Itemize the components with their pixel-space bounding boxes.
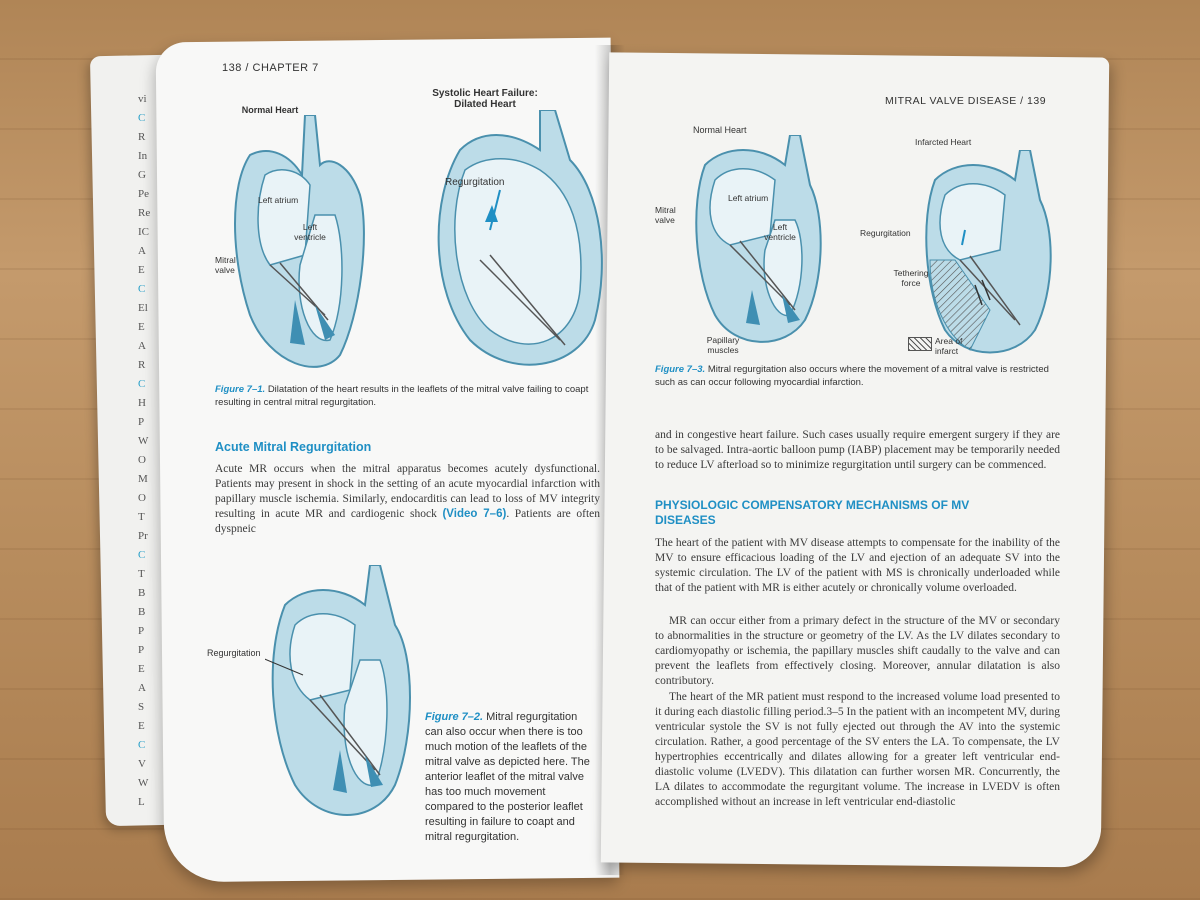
fig2-heart-illustration	[265, 565, 411, 816]
fig2-caption: Figure 7–2. Mitral regurgitation can als…	[425, 710, 595, 845]
right-paragraph-1: The heart of the patient with MV disease…	[655, 537, 1060, 594]
right-paragraph-3: The heart of the MR patient must respond…	[655, 691, 1060, 808]
back-page-letter: A	[138, 245, 146, 257]
back-page-letter: In	[138, 150, 148, 162]
fig1-caption: Figure 7–1. Dilatation of the heart resu…	[215, 383, 595, 409]
back-page-letter: El	[138, 302, 148, 314]
right-paragraph-2: MR can occur either from a primary defec…	[655, 615, 1060, 687]
back-page-letter: E	[138, 663, 145, 675]
back-page-letter: IC	[138, 226, 149, 238]
acute-mr-text-b: . Patients are often dyspneic	[215, 508, 600, 535]
back-page-letter: C	[138, 739, 146, 751]
fig3-infarct-legend-swatch	[908, 337, 932, 351]
fig2-caption-number: Figure 7–2.	[425, 711, 484, 723]
back-page-letter: M	[138, 473, 148, 485]
back-page-letter: E	[138, 321, 145, 333]
fig3-area-of-infarct-label: Area of infarct	[935, 336, 963, 356]
back-page-letter: B	[138, 587, 146, 599]
back-page-letter: O	[138, 454, 146, 466]
fig3-caption-text: Mitral regurgitation also occurs where t…	[655, 364, 1049, 388]
fig1-caption-number: Figure 7–1.	[215, 384, 266, 395]
back-page-letter: vi	[138, 93, 147, 105]
fig1-failure-label: Systolic Heart Failure: Dilated Heart	[432, 88, 538, 110]
fig3-caption-number: Figure 7–3.	[655, 364, 706, 375]
back-page-letter: C	[138, 378, 146, 390]
acute-mr-heading: Acute Mitral Regurgitation	[215, 440, 372, 454]
back-page-letter: P	[138, 416, 145, 428]
fig1-regurgitation-label: Regurgitation	[445, 177, 505, 188]
compensatory-mechanisms-heading: PHYSIOLOGIC COMPENSATORY MECHANISMS OF M…	[655, 498, 970, 527]
back-page-letter: Pr	[138, 530, 148, 542]
fig3-infarcted-heart-illustration	[925, 150, 1052, 354]
back-page-letter: S	[138, 701, 145, 713]
left-running-header: 138 / CHAPTER 7	[222, 62, 319, 74]
back-page-letter: P	[138, 644, 145, 656]
fig3-normal-heart-illustration	[695, 135, 822, 343]
back-page-letter: Re	[138, 207, 151, 219]
fig1-caption-text: Dilatation of the heart results in the l…	[215, 384, 589, 408]
back-page-letter: B	[138, 606, 146, 618]
fig3-mitral-valve-label: Mitral valve	[655, 205, 676, 225]
fig1-mitral-valve-label: Mitral valve	[215, 255, 236, 275]
back-page-letter: H	[138, 397, 146, 409]
right-running-header: MITRAL VALVE DISEASE / 139	[885, 95, 1047, 107]
acute-mr-text-a: Acute MR occurs when the mitral apparatu…	[215, 463, 600, 520]
back-page-letter: V	[138, 758, 146, 770]
back-page-letter: Pe	[138, 188, 149, 200]
acute-mr-paragraph: Acute MR occurs when the mitral apparatu…	[215, 462, 600, 537]
fig3-papillary-muscles-label: Papillary muscles	[706, 335, 740, 355]
fig3-left-atrium-label: Left atrium	[728, 193, 769, 203]
fig3-tethering-force-label: Tethering force	[893, 268, 929, 288]
back-page-letter: C	[138, 549, 146, 561]
fig3-caption: Figure 7–3. Mitral regurgitation also oc…	[655, 363, 1055, 389]
back-page-letter: G	[138, 169, 146, 181]
video-7-6-link[interactable]: (Video 7–6)	[442, 508, 507, 520]
fig3-infarcted-label: Infarcted Heart	[915, 137, 972, 147]
back-page-letter: A	[138, 682, 146, 694]
back-page-letter: L	[138, 796, 145, 808]
back-page-letter: C	[138, 283, 146, 295]
fig2-regurgitation-label: Regurgitation	[207, 648, 261, 658]
back-page-letter: C	[138, 112, 146, 124]
fig1-left-atrium-label: Left atrium	[258, 195, 299, 205]
fig3-regurgitation-label: Regurgitation	[860, 228, 911, 238]
back-page-letter: P	[138, 625, 145, 637]
fig1-left-ventricle-label: Left ventricle	[294, 222, 326, 242]
back-page-letter: T	[138, 568, 145, 580]
back-page-letter: R	[138, 359, 146, 371]
back-page-letter: W	[138, 435, 149, 447]
back-page-letter: E	[138, 264, 145, 276]
back-page-letter: O	[138, 492, 146, 504]
fig2-caption-text: Mitral regurgitation can also occur when…	[425, 711, 590, 843]
back-page-letter: T	[138, 511, 145, 523]
back-page-letter: E	[138, 720, 145, 732]
back-page-letter: R	[138, 131, 146, 143]
right-paragraph-continued: and in congestive heart failure. Such ca…	[655, 429, 1060, 471]
fig1-normal-label: Normal Heart	[241, 105, 299, 115]
fig1-dilated-heart-illustration	[437, 110, 603, 366]
back-page-letter: A	[138, 340, 146, 352]
fig3-normal-label: Normal Heart	[693, 125, 747, 135]
back-page-letter: W	[138, 777, 149, 789]
fig1-normal-heart-illustration	[234, 115, 365, 368]
fig3-left-ventricle-label: Left ventricle	[764, 222, 796, 242]
